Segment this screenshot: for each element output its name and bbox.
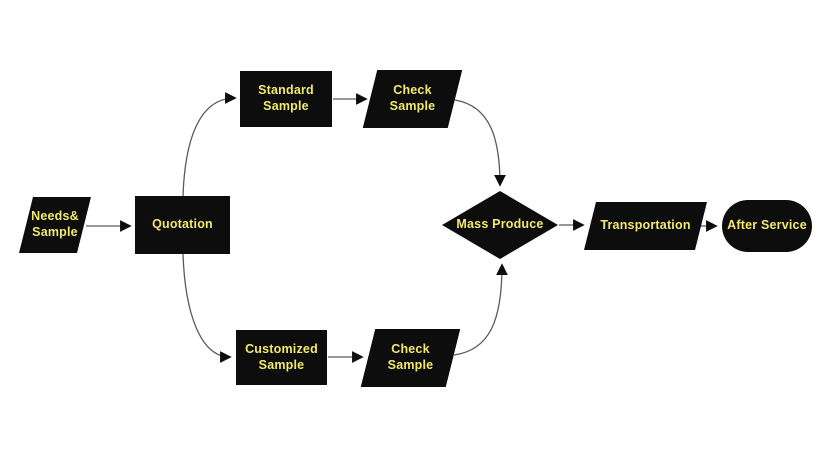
rectangle-shape	[135, 196, 230, 254]
node-label: Standard Sample	[258, 83, 314, 113]
node-transportation: Transportation	[584, 202, 707, 250]
node-label: Transportation	[600, 218, 691, 233]
node-check-sample-bottom: Check Sample	[360, 329, 461, 387]
connector-quotation-to-customized	[182, 253, 232, 363]
connector-quotation-to-standard	[182, 92, 237, 197]
node-label: Check Sample	[389, 83, 436, 113]
terminator-shape	[722, 200, 812, 252]
rectangle-shape	[236, 330, 327, 385]
node-label: Mass Produce	[456, 217, 544, 232]
node-label: Needs& Sample	[31, 209, 79, 239]
node-label: After Service	[727, 218, 807, 233]
connector-check-top-to-diamond	[454, 99, 506, 187]
connector-check-bottom-to-diamond	[453, 263, 508, 356]
node-check-sample-top: Check Sample	[362, 70, 463, 128]
node-standard-sample: Standard Sample	[240, 71, 332, 127]
node-needs-sample: Needs& Sample	[19, 197, 91, 253]
node-label: Quotation	[152, 217, 213, 232]
node-quotation: Quotation	[135, 196, 230, 254]
node-label: Customized Sample	[245, 341, 318, 372]
node-label: Check Sample	[387, 342, 434, 372]
node-after-service: After Service	[722, 200, 812, 252]
node-mass-produce: Mass Produce	[442, 191, 558, 259]
rectangle-shape	[240, 71, 332, 127]
node-customized-sample: Customized Sample	[236, 330, 327, 385]
